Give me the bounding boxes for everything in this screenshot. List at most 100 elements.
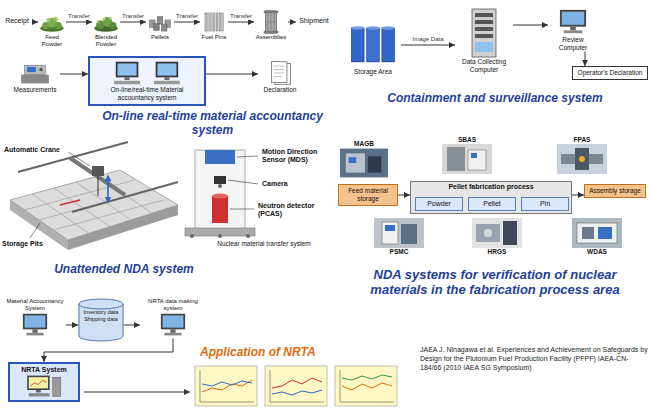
rect-shape <box>472 218 522 248</box>
line-shape <box>60 200 80 205</box>
rect-shape <box>475 34 493 38</box>
mds-drawing <box>185 150 258 238</box>
flow-arrow <box>60 74 88 75</box>
ellipse-shape <box>382 26 395 30</box>
g-shape <box>265 13 276 31</box>
node-text: Inventory data <box>78 309 124 316</box>
edge-label: Transfer <box>122 13 144 20</box>
node-text: PSMC <box>372 248 426 256</box>
node-text: FPAS <box>555 136 609 144</box>
rect-shape <box>154 81 180 84</box>
ellipse-shape <box>212 194 228 199</box>
node-text: Receipt <box>2 17 32 25</box>
rect-shape <box>264 11 278 13</box>
image-node: NRTA data making system <box>140 298 206 338</box>
flow-arrow <box>401 45 455 46</box>
circle-shape <box>110 22 117 29</box>
node-icon <box>548 8 598 36</box>
rect-shape <box>374 218 424 248</box>
rect-shape <box>475 42 493 52</box>
image-node: Declaration <box>258 60 302 94</box>
section-caption: On-line real-time material accountancy s… <box>90 110 335 138</box>
part-label: Automatic Crane <box>4 146 84 154</box>
label-holder: Storage Pits <box>2 240 62 248</box>
image-node: Assemblies <box>254 10 288 41</box>
rect-shape <box>265 366 327 406</box>
equipment-photo: PSMC <box>372 218 426 256</box>
flow-arrow <box>124 325 140 326</box>
polyline-shape <box>202 380 252 392</box>
rect-shape <box>475 13 493 17</box>
image-node: Storage Area <box>345 20 401 76</box>
line-shape <box>265 22 276 23</box>
g-shape <box>274 66 284 76</box>
rect-shape <box>214 176 226 184</box>
g-shape <box>352 26 395 30</box>
rect-shape <box>161 314 185 330</box>
line-shape <box>107 178 109 200</box>
label-holder: On-line real-time material accountancy s… <box>90 110 335 138</box>
node-text: Storage Area <box>345 68 401 76</box>
equipment-photo: HRGS <box>470 218 524 256</box>
line-shape <box>72 182 178 212</box>
rect-shape <box>29 378 48 389</box>
rect-shape <box>560 10 586 27</box>
svg-shape <box>38 10 66 34</box>
node-text: Assembly storage <box>587 187 643 195</box>
line-shape <box>98 176 99 196</box>
part-label: Neutron detector (PCAS) <box>258 202 332 219</box>
rect-shape <box>161 24 167 31</box>
rect-shape <box>557 144 607 174</box>
g-shape <box>205 13 224 31</box>
polygon-shape <box>10 170 178 240</box>
node-icon <box>258 60 302 86</box>
edge-label: Image Data <box>412 36 443 43</box>
node-text: SBAS <box>440 136 494 144</box>
rect-shape <box>26 333 43 336</box>
rect-shape <box>205 13 207 31</box>
rect-shape <box>170 330 175 333</box>
part-label: Nuclear material transfer system <box>196 240 332 248</box>
citation-note: JAEA J. Ninagawa et al. Experiences and … <box>420 346 648 372</box>
svg-shape <box>97 60 197 86</box>
node-text: WDAS <box>570 248 624 256</box>
flow-arrow <box>572 195 584 196</box>
node-text: Material Accountancy System <box>4 298 66 312</box>
svg-shape <box>258 60 302 86</box>
rect-shape <box>447 147 465 171</box>
svg-shape <box>254 10 288 34</box>
path-shape <box>79 304 123 309</box>
node-text: Feed material storage <box>341 187 395 203</box>
rect-shape <box>27 67 36 72</box>
polyline-shape <box>200 370 254 402</box>
edge-label: Transfer <box>68 13 90 20</box>
rect-shape <box>25 65 46 75</box>
rect-shape <box>213 13 215 31</box>
rect-shape <box>92 166 104 176</box>
process-step: Pin <box>521 197 569 211</box>
rect-shape <box>116 62 139 78</box>
node-icon <box>140 312 206 338</box>
flow-arrow <box>206 74 258 75</box>
node-text: NRTA System <box>12 366 76 374</box>
circle-shape <box>190 234 194 238</box>
node-text: Blended Powder <box>92 34 120 48</box>
storage-box: Feed material storage <box>338 184 398 206</box>
rect-shape <box>265 11 276 33</box>
rect-shape <box>208 13 210 31</box>
line-shape <box>228 180 258 184</box>
rect-shape <box>572 218 622 248</box>
rect-shape <box>25 316 46 328</box>
node-icon <box>570 218 624 248</box>
flow-step: Receipt <box>2 17 32 25</box>
svg-shape <box>92 10 120 34</box>
rect-shape <box>349 157 357 163</box>
rect-shape <box>475 20 493 24</box>
rect-shape <box>164 77 169 80</box>
rect-shape <box>32 330 37 333</box>
node-icon <box>440 144 494 174</box>
image-node: Feed Powder <box>38 10 66 48</box>
svg-shape <box>340 148 388 178</box>
part-label: Storage Pits <box>2 240 62 248</box>
circle-shape <box>218 184 222 188</box>
